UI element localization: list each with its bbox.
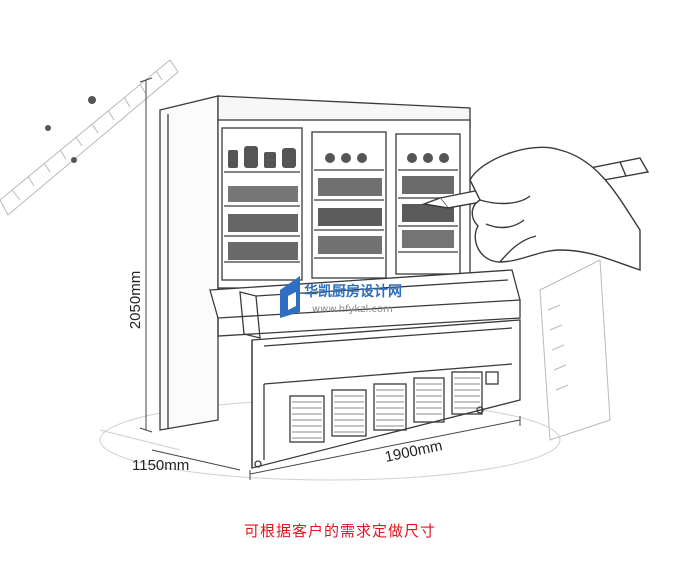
vent-slats	[292, 377, 480, 439]
vent-5	[451, 371, 483, 415]
glass-door-left	[221, 127, 303, 281]
watermark-title: 华凯厨房设计网	[304, 283, 402, 300]
custom-size-caption: 可根据客户的需求定做尺寸	[243, 522, 436, 540]
vent-4	[413, 377, 445, 423]
display-cabinet	[159, 95, 521, 469]
shelf-goods	[228, 146, 454, 260]
width-dim-line	[249, 419, 521, 475]
depth-dim-line	[151, 449, 241, 471]
glass-door-middle	[311, 131, 387, 279]
brand-plate	[485, 371, 499, 385]
depth-dimension-label: 1150mm	[132, 457, 189, 474]
tape-knobs	[45, 96, 96, 163]
tape-measure-sketch	[0, 59, 611, 481]
height-dimension-label: 2050mm	[127, 271, 144, 329]
vent-3	[373, 383, 407, 431]
hand-with-pencil-sketch	[421, 146, 650, 271]
vent-1	[289, 395, 325, 443]
dimension-lines	[139, 77, 521, 480]
watermark-url: www.hfykzl.com	[312, 304, 393, 315]
watermark: 华凯厨房设计网 www.hfykzl.com	[280, 276, 402, 318]
vent-2	[331, 389, 367, 437]
